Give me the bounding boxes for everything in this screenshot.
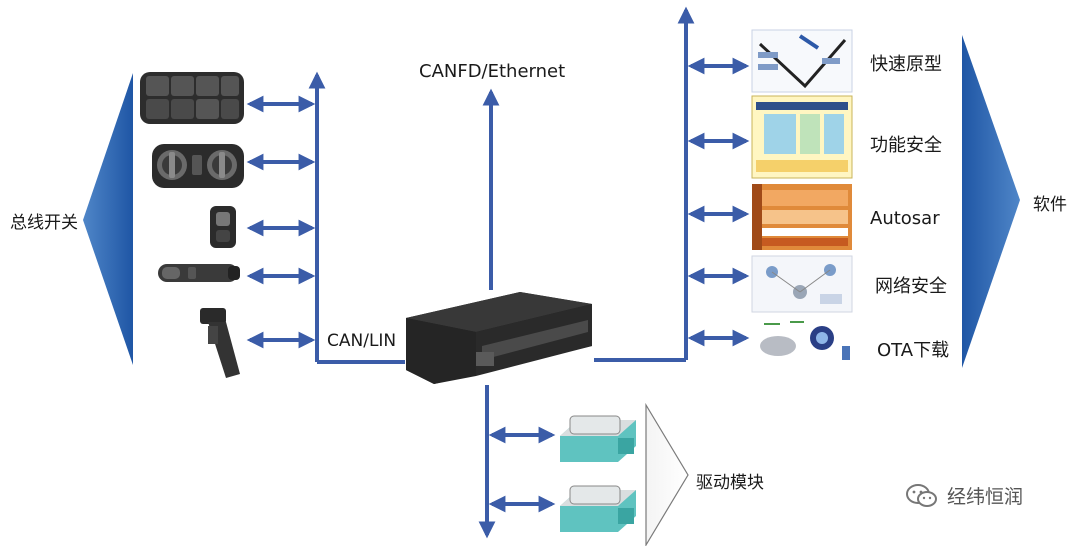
wechat-icon — [906, 483, 937, 507]
drive-module-label: 驱动模块 — [696, 473, 764, 493]
central-controller-device — [406, 292, 592, 384]
drive-module-triangle — [645, 402, 689, 546]
autosar-thumbnail — [752, 184, 852, 250]
button-panel-device — [140, 72, 244, 124]
rapid-prototype-thumbnail — [751, 29, 853, 93]
left-bus-connectors — [246, 71, 405, 364]
stalk-lever-device — [158, 264, 240, 282]
small-switch-device — [210, 206, 236, 248]
network-security-thumbnail — [751, 255, 853, 313]
can-lin-label: CAN/LIN — [327, 331, 397, 351]
drive-module-device-2 — [560, 485, 636, 532]
software-item-rapid-prototype: 快速原型 — [870, 54, 942, 75]
bus-switch-triangle — [83, 73, 133, 365]
functional-safety-thumbnail — [751, 95, 853, 179]
pedal-device — [200, 308, 240, 378]
ota-download-thumbnail — [752, 316, 852, 368]
drive-module-device-1 — [560, 415, 636, 462]
software-item-functional-safety: 功能安全 — [870, 135, 942, 156]
software-label: 软件 — [1033, 195, 1067, 215]
canfd-ethernet-label: CANFD/Ethernet — [419, 61, 566, 82]
bus-switch-label: 总线开关 — [10, 213, 78, 233]
software-triangle — [962, 35, 1020, 368]
right-software-connectors — [594, 6, 750, 362]
light-switch-device — [152, 144, 244, 188]
software-item-network-security: 网络安全 — [875, 276, 947, 297]
drive-connectors — [478, 385, 556, 539]
watermark-text: 经纬恒润 — [947, 486, 1024, 508]
watermark: 经纬恒润 — [905, 482, 1023, 509]
software-item-ota-download: OTA下载 — [877, 340, 950, 361]
software-item-autosar: Autosar — [870, 208, 940, 229]
